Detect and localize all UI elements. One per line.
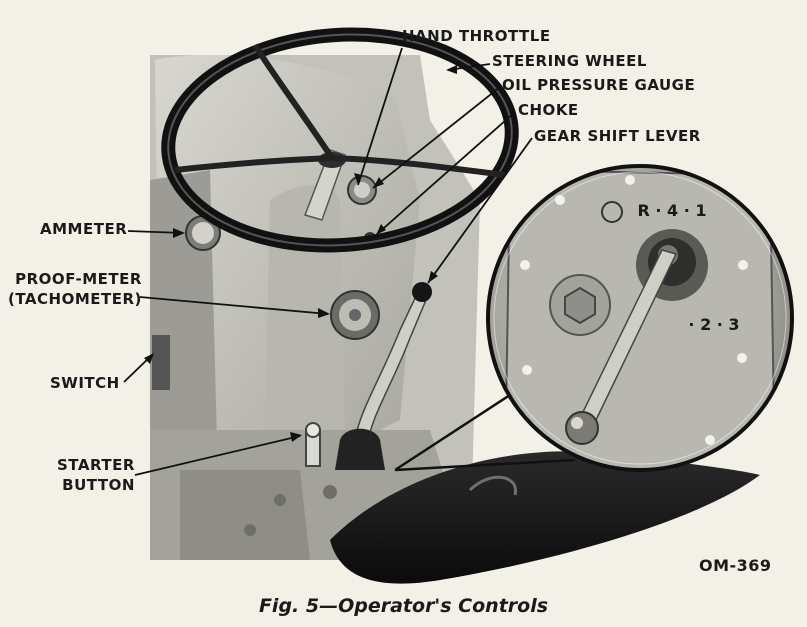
leader-starter (134, 435, 301, 476)
label-steering-wheel: STEERING WHEEL (492, 52, 647, 70)
leader-proof-meter (139, 296, 329, 315)
label-choke: CHOKE (518, 101, 579, 119)
gear-pattern-bottom: · 2 · 3 (688, 315, 739, 334)
gear-shift-inset: R · 4 · 1 · 2 · 3 (394, 164, 794, 472)
leader-gear-shift (427, 137, 533, 284)
label-starter-line1: STARTER (57, 456, 135, 474)
gear-pattern-top: R · 4 · 1 (637, 201, 706, 220)
label-proof-meter-line1: PROOF-METER (15, 270, 142, 288)
label-hand-throttle: HAND THROTTLE (402, 27, 551, 45)
leader-hand-throttle-arrow (354, 173, 362, 185)
label-oil-pressure-gauge: OIL PRESSURE GAUGE (502, 76, 696, 94)
label-ammeter: AMMETER (40, 220, 128, 238)
leader-oil-pressure (372, 86, 501, 189)
label-starter-line2: BUTTON (62, 475, 135, 494)
figure-caption: Fig. 5—Operator's Controls (258, 595, 549, 617)
label-proof-meter-line2: (TACHOMETER) (8, 289, 142, 308)
steering-wheel-illustration (161, 27, 519, 253)
label-gear-shift-lever: GEAR SHIFT LEVER (534, 127, 701, 145)
leader-choke (375, 111, 516, 236)
leader-hand-throttle (357, 47, 403, 186)
label-switch: SWITCH (50, 374, 120, 392)
figure-number: OM-369 (699, 556, 772, 575)
label-starter-button: STARTER BUTTON (57, 456, 135, 495)
label-proof-meter: PROOF-METER (TACHOMETER) (8, 270, 142, 309)
callout-leaders (123, 47, 533, 476)
